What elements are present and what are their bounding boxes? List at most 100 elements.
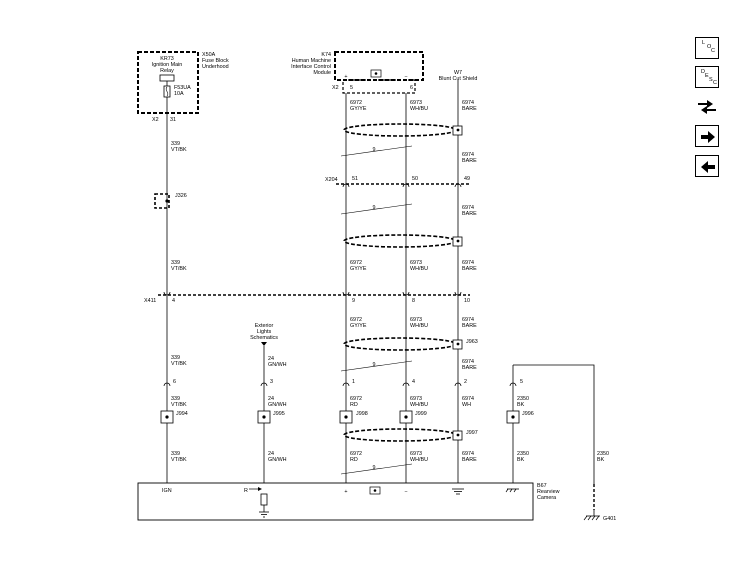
fuse-rating: 10A [174, 91, 184, 97]
right-arrow-icon [701, 131, 715, 143]
camera-ref: B67 [537, 483, 547, 489]
w6973-color-3: WH/BU [410, 323, 428, 329]
w6974-code-7: 6974 [462, 396, 474, 402]
loc-letter-o: O [707, 44, 712, 50]
twist-count-4: 9 [373, 465, 376, 471]
x411-pin-9: 9 [352, 298, 355, 304]
x411-pin-10: 10 [464, 298, 470, 304]
x204-pin-51: 51 [352, 176, 358, 182]
x411-pin-4: 4 [172, 298, 175, 304]
x204-pin-50: 50 [412, 176, 418, 182]
connector-toggle-button[interactable] [695, 95, 719, 117]
camera-plus: + [344, 489, 347, 495]
g401-label: G401 [603, 516, 616, 522]
w6972-code-2: 6972 [350, 260, 362, 266]
camera-minus: − [404, 489, 407, 495]
w6974-color-1: BARE [462, 106, 477, 112]
w7-desc: Blunt Cut Shield [439, 76, 478, 82]
x411-label: X411 [144, 298, 156, 304]
twist-count-3: 9 [373, 362, 376, 368]
lights-line1: Exterior [255, 323, 274, 329]
wire-339-color-3: VT/BK [171, 361, 187, 367]
w6974-color-2: BARE [462, 158, 477, 164]
wire-2350-color-2: BK [517, 457, 525, 463]
wire-2350-code-1: 2350 [517, 396, 529, 402]
g401-ground-wire[interactable] [520, 364, 595, 516]
wire-339-color-5: VT/BK [171, 457, 187, 463]
w6974-code-8: 6974 [462, 451, 474, 457]
hmi-minus: − [404, 74, 407, 80]
x2-connector-label: X2 [152, 117, 159, 123]
j995-label: J995 [273, 411, 285, 417]
w6972-color-2: GY/YE [350, 266, 367, 272]
fuse-block-line1: Fuse Block [202, 58, 229, 64]
w6974-color-5: BARE [462, 323, 477, 329]
wire-24-color-1: GN/WH [268, 362, 287, 368]
relay-contact-icon [159, 74, 175, 82]
w6973-code-5: 6973 [410, 451, 422, 457]
loc-button[interactable]: L O C [695, 37, 719, 59]
wire-2350-color-1: BK [517, 402, 525, 408]
next-page-button[interactable] [695, 125, 719, 147]
j326-label: J326 [175, 193, 187, 199]
w6974-color-8: BARE [462, 457, 477, 463]
hmi-module-outline [334, 51, 424, 81]
hmi-plus: + [344, 74, 347, 80]
w6974-code-2: 6974 [462, 152, 474, 158]
twist-count-1: 9 [373, 147, 376, 153]
desc-letter-s: S [709, 77, 713, 83]
wire-2350-code-3: 2350 [597, 451, 609, 457]
j996-label: J996 [522, 411, 534, 417]
j994-label: J994 [176, 411, 188, 417]
cam-pin-2: 2 [464, 379, 467, 385]
w6972-color-5: RD [350, 457, 358, 463]
camera-line2: Camera [537, 495, 556, 501]
camera-line1: Rearview [537, 489, 560, 495]
cam-pin-1: 1 [352, 379, 355, 385]
w6973-color-5: WH/BU [410, 457, 428, 463]
hmi-pin-6: 6 [410, 85, 413, 91]
camera-video-connector-icon [369, 486, 381, 495]
w6972-color-4: RD [350, 402, 358, 408]
fuse-block-ref: X50A [202, 52, 216, 58]
w6973-color-4: WH/BU [410, 402, 428, 408]
wire-24-code-3: 24 [268, 451, 274, 457]
wire-24-code-1: 24 [268, 356, 274, 362]
loc-letter-c: C [711, 48, 715, 54]
wire-339-color-4: VT/BK [171, 402, 187, 408]
w7-ref: W7 [454, 70, 462, 76]
fuse-block-line2: Underhood [202, 64, 229, 70]
w6974-color-7: WH [462, 402, 471, 408]
cam-pin-5: 5 [520, 379, 523, 385]
previous-page-button[interactable] [695, 155, 719, 177]
camera-reverse-pin-label: R [244, 488, 248, 494]
w6974-color-3: BARE [462, 211, 477, 217]
fuse-block-outline [137, 51, 199, 114]
desc-letter-c: C [713, 80, 717, 86]
lights-line3: Schematics [250, 335, 278, 341]
wire-339-code-4: 339 [171, 396, 180, 402]
wire-24-code-2: 24 [268, 396, 274, 402]
fuse-ref: F53UA [174, 85, 191, 91]
hmi-ref: K74 [321, 52, 331, 58]
w6972-code-5: 6972 [350, 451, 362, 457]
relay-ref: KR73 [160, 56, 174, 62]
x2-pin-31: 31 [170, 117, 176, 123]
relay-line2: Relay [160, 68, 174, 74]
hmi-x2-label: X2 [332, 85, 339, 91]
reverse-input-resistor-icon [260, 493, 268, 506]
cam-pin-6: 6 [173, 379, 176, 385]
w6972-code-3: 6972 [350, 317, 362, 323]
wire-339-code-2: 339 [171, 260, 180, 266]
w6972-code-4: 6972 [350, 396, 362, 402]
w6972-color-1: GY/YE [350, 106, 367, 112]
wire-24-color-2: GN/WH [268, 402, 287, 408]
w6974-code-4: 6974 [462, 260, 474, 266]
hmi-line1: Human Machine [292, 58, 331, 64]
w6973-code-1: 6973 [410, 100, 422, 106]
wire-339-color-2: VT/BK [171, 266, 187, 272]
desc-button[interactable]: D E S C [695, 66, 719, 88]
lights-arrow-icon [261, 342, 267, 346]
w6974-code-5: 6974 [462, 317, 474, 323]
